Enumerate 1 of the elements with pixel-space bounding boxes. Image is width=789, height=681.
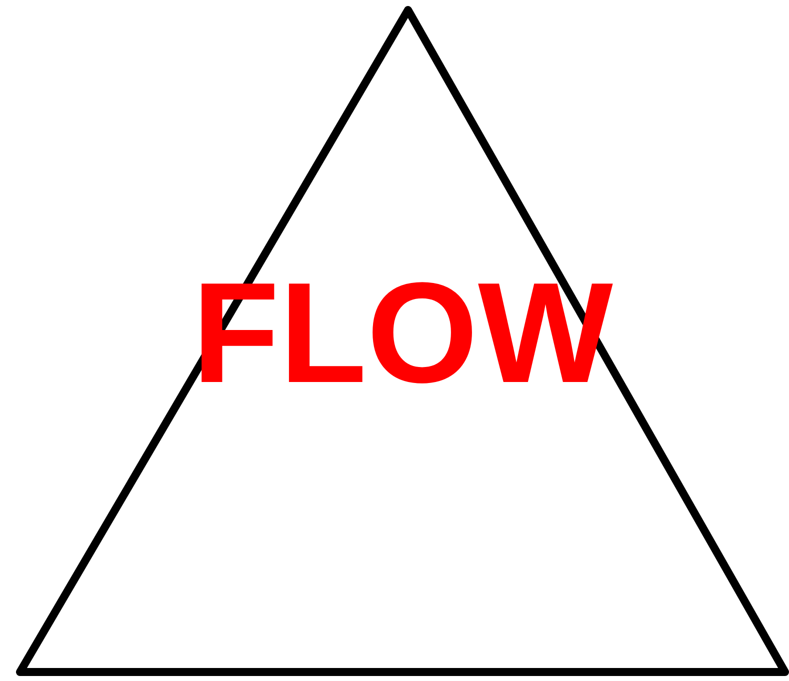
triangle xyxy=(16,6,789,676)
